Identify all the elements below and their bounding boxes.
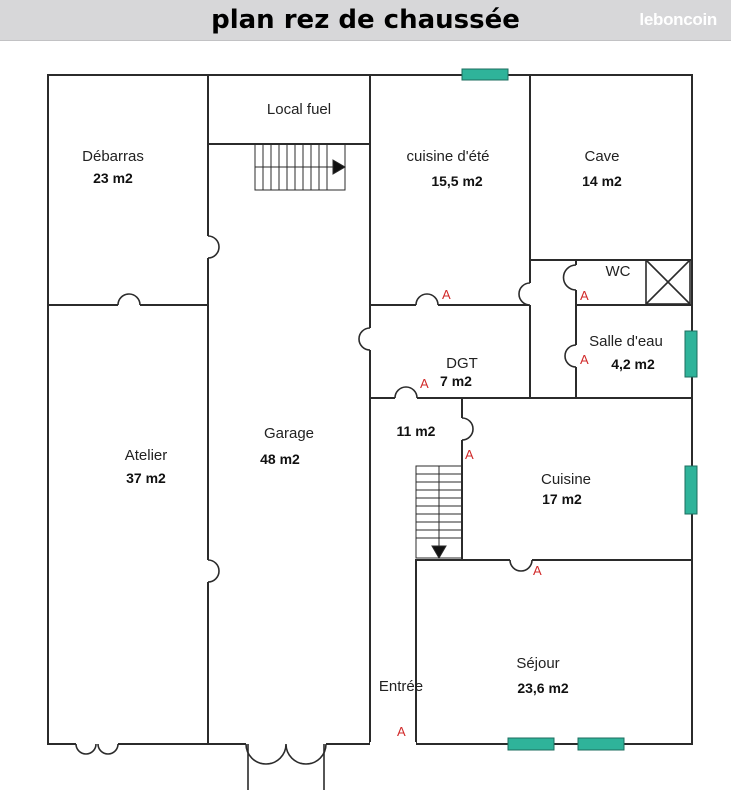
door-dgt-garage — [358, 327, 371, 351]
door-cuisine-ete — [415, 293, 439, 306]
room-name-cuisine: Cuisine — [541, 471, 591, 488]
door-cave — [518, 282, 531, 306]
door-garage-atelier — [207, 559, 220, 583]
room-area-cuisine-ete: 15,5 m2 — [431, 173, 483, 189]
room-area-atelier: 37 m2 — [126, 470, 166, 486]
stairs-local-fuel — [254, 143, 346, 191]
marker-a: A — [580, 352, 589, 367]
door-swings — [75, 235, 577, 790]
room-name-salle-eau: Salle d'eau — [589, 333, 663, 350]
door-dgt-hall — [394, 386, 418, 399]
room-area-cave: 14 m2 — [582, 173, 622, 189]
windows — [461, 68, 698, 751]
window-sejour-2 — [577, 737, 625, 751]
room-area-sejour: 23,6 m2 — [517, 680, 569, 696]
marker-a: A — [442, 287, 451, 302]
room-name-debarras: Débarras — [82, 148, 144, 165]
window-sejour-1 — [507, 737, 555, 751]
door-garage-north — [207, 235, 220, 259]
marker-a: A — [580, 288, 589, 303]
door-gaps — [76, 236, 578, 746]
room-name-cuisine-ete: cuisine d'été — [407, 148, 490, 165]
detector-markers: A A A A A A A — [397, 287, 589, 739]
room-name-atelier: Atelier — [125, 447, 168, 464]
marker-a: A — [397, 724, 406, 739]
room-name-entree: Entrée — [379, 678, 423, 695]
stairs-main — [415, 465, 463, 559]
wc-vent-box — [645, 259, 691, 305]
door-cuisine-hall — [461, 417, 474, 441]
marker-a: A — [465, 447, 474, 462]
door-wc — [562, 264, 577, 291]
title-bar: plan rez de chaussée leboncoin — [0, 0, 731, 41]
door-garage-double — [245, 743, 327, 765]
room-area-garage: 48 m2 — [260, 451, 300, 467]
marker-a: A — [533, 563, 542, 578]
room-area-salle-eau: 4,2 m2 — [611, 356, 655, 372]
room-name-cave: Cave — [584, 148, 619, 165]
room-name-dgt: DGT — [446, 355, 478, 372]
room-name-local-fuel: Local fuel — [267, 101, 331, 118]
window-salle-eau — [684, 330, 698, 378]
room-name-garage: Garage — [264, 425, 314, 442]
door-atelier-double — [75, 743, 119, 755]
room-area-cuisine: 17 m2 — [542, 491, 582, 507]
walls — [47, 74, 693, 745]
marker-a: A — [420, 376, 429, 391]
window-cuisine-ete — [461, 68, 509, 81]
door-sejour — [509, 559, 533, 572]
window-cuisine — [684, 465, 698, 515]
room-area-debarras: 23 m2 — [93, 170, 133, 186]
room-name-wc: WC — [606, 263, 631, 280]
room-name-sejour: Séjour — [516, 655, 559, 672]
door-debarras — [117, 293, 141, 306]
plan-title: plan rez de chaussée — [211, 5, 520, 35]
room-labels: Local fuel Débarras 23 m2 cuisine d'été … — [82, 101, 663, 696]
room-area-hall: 11 m2 — [397, 423, 436, 439]
door-salle-eau — [564, 344, 577, 368]
room-area-dgt: 7 m2 — [440, 373, 472, 389]
brand-logo: leboncoin — [639, 10, 717, 29]
